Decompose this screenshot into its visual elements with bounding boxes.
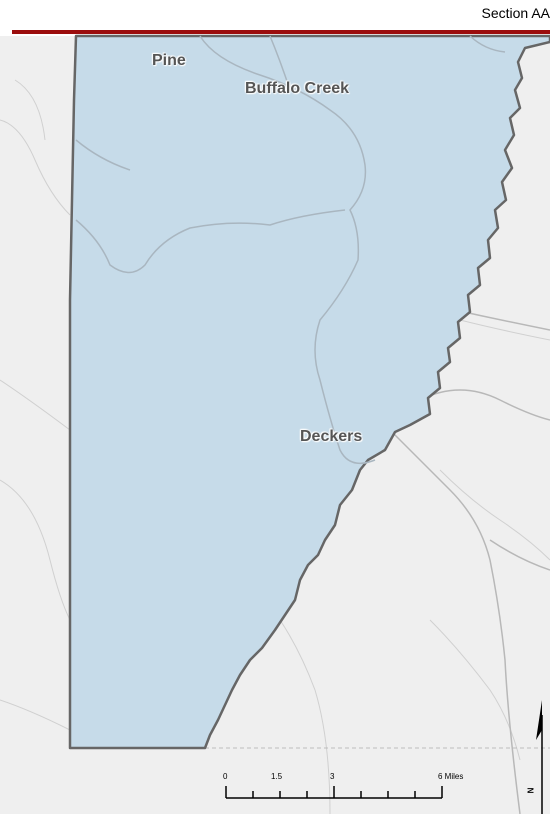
major-roads-outside: [389, 309, 550, 814]
scale-label-1-5: 1.5: [271, 772, 283, 781]
scale-label-0: 0: [223, 772, 228, 781]
north-arrow-icon: [536, 700, 543, 814]
scale-label-3: 3: [330, 772, 335, 781]
roads-inside: [75, 35, 506, 465]
north-label: N: [526, 787, 536, 794]
study-area: [68, 34, 550, 750]
title-rule: [12, 30, 550, 34]
section-title: Section AA: [481, 5, 550, 21]
scale-bar: [225, 786, 443, 799]
place-label-pine: Pine: [152, 52, 186, 69]
place-label-deckers: Deckers: [300, 428, 363, 445]
place-label-buffalo-creek: Buffalo Creek: [245, 80, 350, 97]
scale-label-6-miles: 6 Miles: [438, 772, 464, 781]
